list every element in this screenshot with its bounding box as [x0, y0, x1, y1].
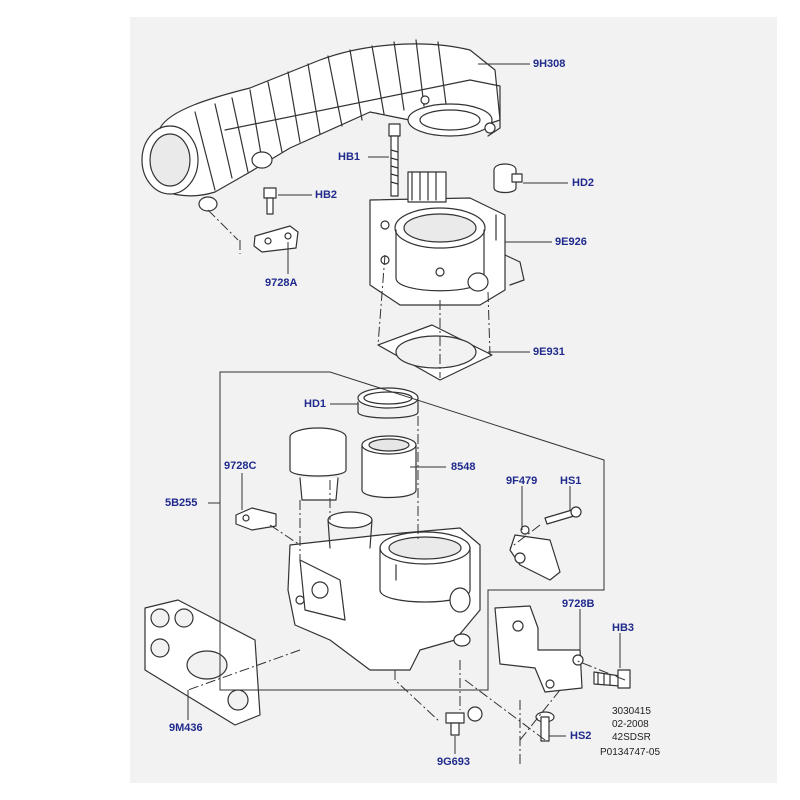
callout-9e926: 9E926 [555, 236, 587, 248]
hose-clamp-hd2 [493, 163, 523, 194]
assembly-outline [219, 371, 605, 691]
callout-hb1: HB1 [338, 151, 361, 163]
callout-hd1: HD1 [304, 398, 327, 410]
bolt-hb3 [593, 669, 631, 689]
callout-hb3: HB3 [612, 622, 635, 634]
throttle-body-9e926 [369, 171, 525, 306]
leader-lines [187, 63, 621, 754]
callout-8548: 8548 [451, 461, 476, 473]
reference-code: 42SDSR [612, 732, 651, 743]
callout-9h308: 9H308 [533, 58, 566, 70]
callout-9728c: 9728C [224, 460, 257, 472]
bracket-9728a [253, 225, 299, 253]
gasket-9m436 [144, 599, 261, 726]
callout-9728a: 9728A [265, 277, 298, 289]
bracket-9728c [235, 507, 277, 531]
intake-manifold [141, 39, 501, 212]
callout-hs1: HS1 [560, 475, 582, 487]
callout-hd2: HD2 [572, 177, 595, 189]
callout-9e931: 9E931 [533, 346, 565, 358]
throttle-housing [287, 511, 481, 671]
bolt-hb2 [263, 187, 277, 215]
hose-8548 [361, 435, 417, 499]
callout-9f479: 9F479 [506, 475, 538, 487]
sensor-9f479 [509, 525, 561, 581]
bracket-9728b [494, 605, 584, 693]
callout-hb2: HB2 [315, 189, 338, 201]
screw-hs1 [544, 506, 582, 525]
reference-date: 02-2008 [612, 719, 649, 730]
callout-5b255: 5B255 [165, 497, 198, 509]
callout-9g693: 9G693 [437, 756, 471, 768]
bolt-hb1 [388, 123, 401, 197]
callout-hs2: HS2 [570, 730, 592, 742]
reference-part-id: P0134747-05 [600, 747, 661, 758]
alignment-lines [187, 209, 626, 765]
sensor-9g693 [445, 706, 483, 736]
callout-9728b: 9728B [562, 598, 595, 610]
gasket-9e931 [377, 324, 493, 381]
hose-clip-hd1 [357, 387, 419, 419]
reference-number: 3030415 [612, 706, 651, 717]
screw-hs2 [535, 711, 555, 742]
callout-9m436: 9M436 [169, 722, 203, 734]
vacuum-canister [289, 427, 347, 501]
